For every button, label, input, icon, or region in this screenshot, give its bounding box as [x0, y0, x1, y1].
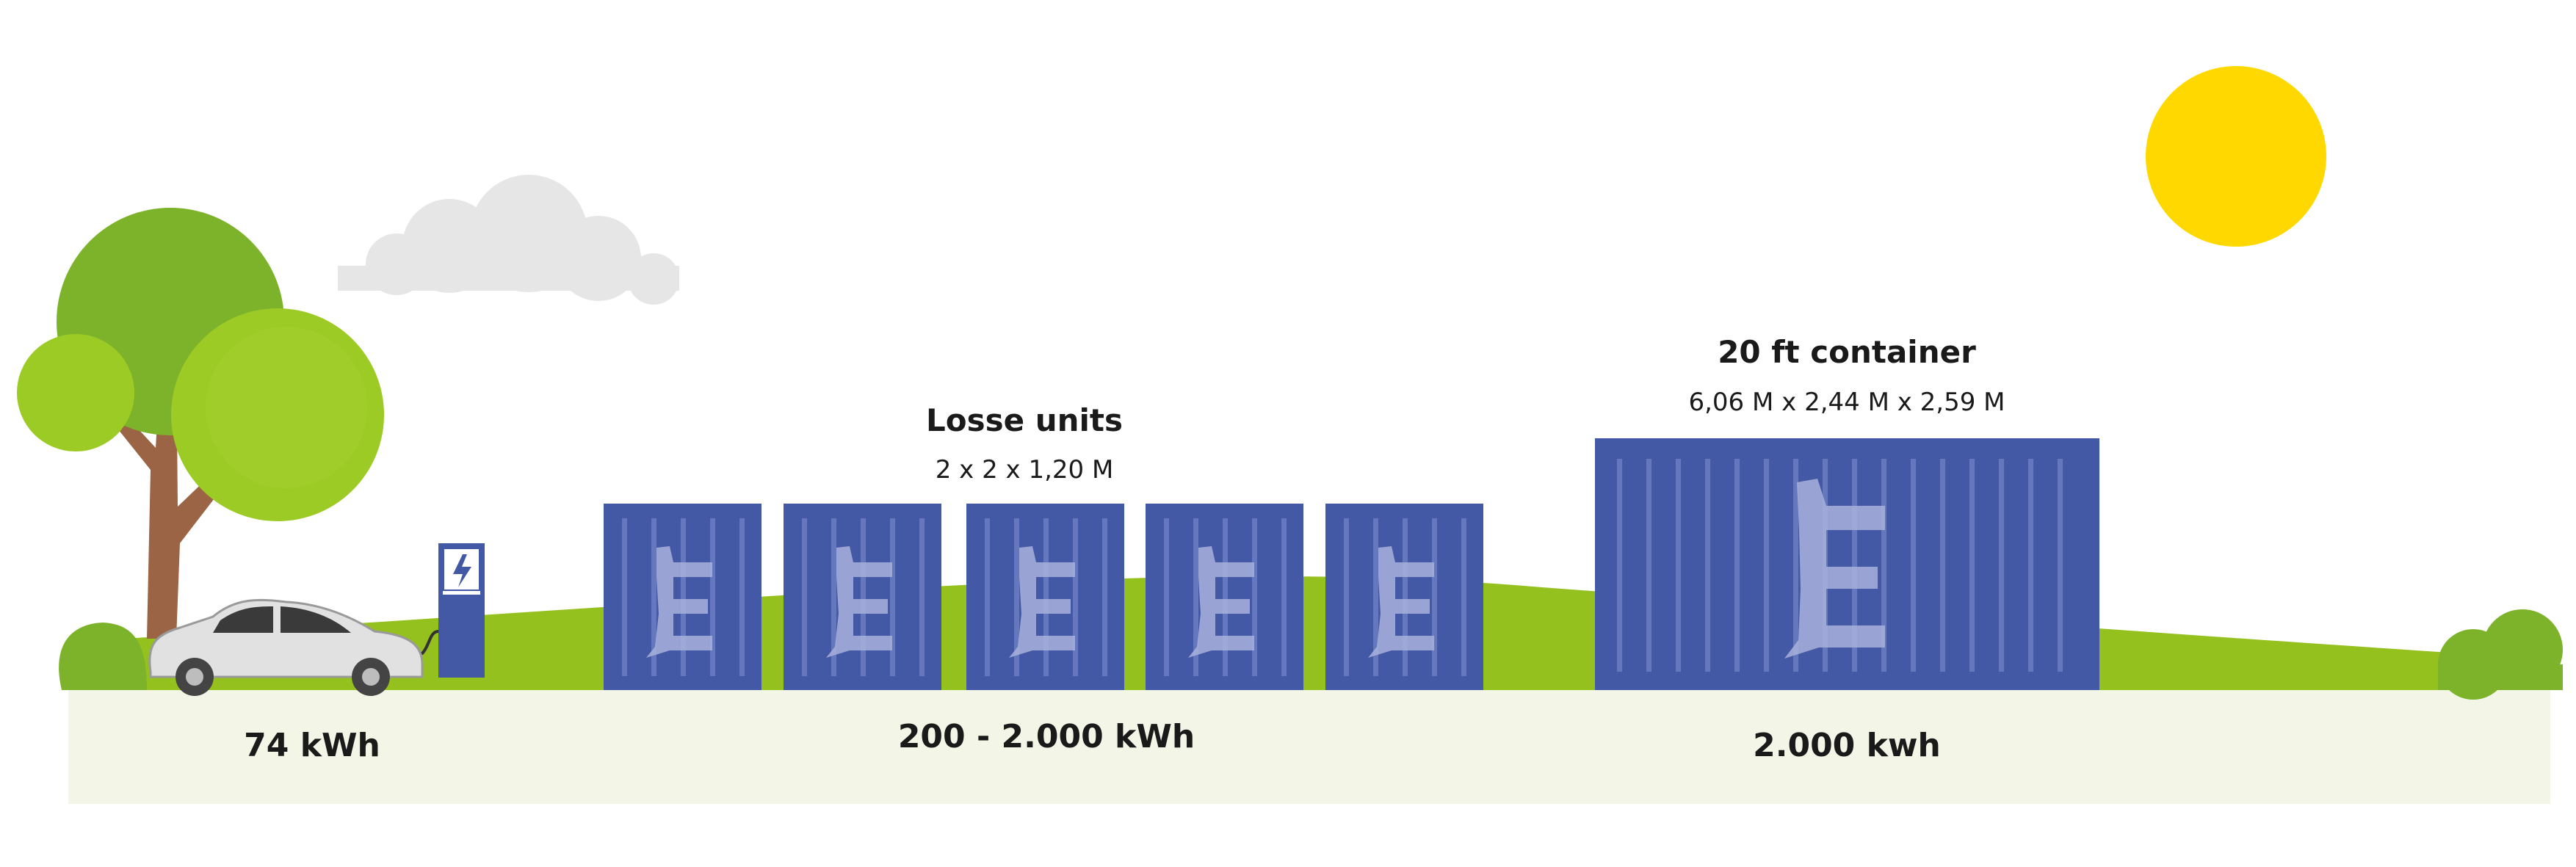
logo-e-icon	[1188, 546, 1254, 658]
units-dimensions: 2 x 2 x 1,20 M	[935, 455, 1114, 485]
logo-e-icon	[1009, 546, 1075, 658]
container-dimensions: 6,06 M x 2,44 M x 2,59 M	[1688, 388, 2005, 417]
charging-station-icon	[408, 543, 485, 678]
battery-unit-3	[966, 504, 1124, 690]
sun-icon	[2146, 66, 2326, 247]
bush-icon	[59, 623, 147, 690]
ground-strip	[68, 690, 2550, 804]
bush-icon	[2438, 609, 2563, 700]
container-capacity: 2.000 kwh	[1753, 727, 1941, 764]
bolt-icon	[453, 554, 471, 587]
tree-icon	[17, 208, 384, 639]
cloud-icon	[338, 175, 679, 305]
units-capacity: 200 - 2.000 kWh	[897, 718, 1195, 755]
units-title: Losse units	[926, 402, 1123, 438]
electric-car-icon	[148, 598, 424, 696]
container-title: 20 ft container	[1718, 334, 1976, 370]
battery-unit-5	[1325, 504, 1483, 690]
car-capacity: 74 kWh	[244, 727, 380, 764]
battery-unit-2	[784, 504, 941, 690]
battery-unit-4	[1146, 504, 1303, 690]
logo-e-icon	[1784, 479, 1885, 659]
logo-e-icon	[646, 546, 712, 658]
shipping-container-20ft	[1595, 438, 2099, 690]
battery-unit-1	[604, 504, 761, 690]
logo-e-icon	[826, 546, 892, 658]
logo-e-icon	[1368, 546, 1434, 658]
